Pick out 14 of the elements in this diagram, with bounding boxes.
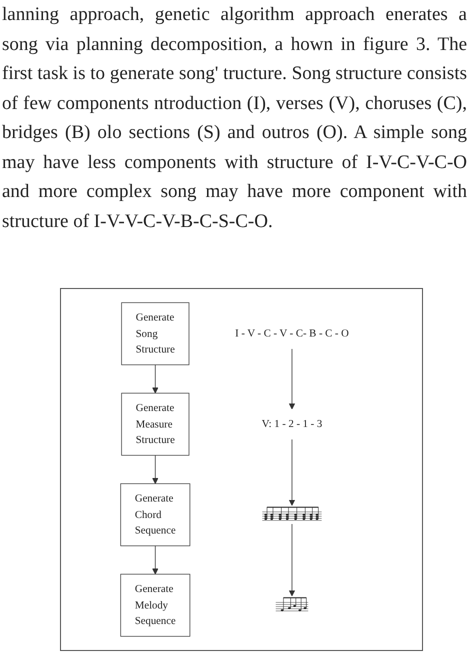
node-box bbox=[120, 392, 189, 456]
node-box bbox=[120, 483, 190, 546]
arrow bbox=[152, 545, 158, 574]
figure-frame: Generate Song Structure I - V - C - V - C- B - C - O Generate Measure Structure V: 1 - 2 - 1 - 3 Generate Chord Sequence Generate Melody Sequence bbox=[60, 288, 423, 651]
arrow bbox=[152, 454, 158, 484]
arrow bbox=[288, 438, 295, 506]
body-text-paragraph: lanning approach, genetic algorithm approach enerates a song via planning decomposition, a hown in figure 3. The first task is to generate song' tructure. Song structure consists of few components ntroduction (I), verses (V), choruses (C), bridges (B) olo sections (S) and outros (O). A simple song may have less components with structure of I-V-C-V-C-O and more complex song may have more component with structure of I-V-V-C-V-B-C-S-C-O. bbox=[2, 3, 467, 234]
arrow bbox=[288, 524, 295, 596]
node-box bbox=[120, 574, 190, 637]
arrow bbox=[152, 364, 158, 394]
arrow bbox=[288, 348, 295, 410]
node-text: I - V - C - V - C- B - C - O bbox=[234, 328, 348, 340]
node-text: V: 1 - 2 - 1 - 3 bbox=[261, 418, 322, 430]
node-box bbox=[120, 302, 189, 366]
